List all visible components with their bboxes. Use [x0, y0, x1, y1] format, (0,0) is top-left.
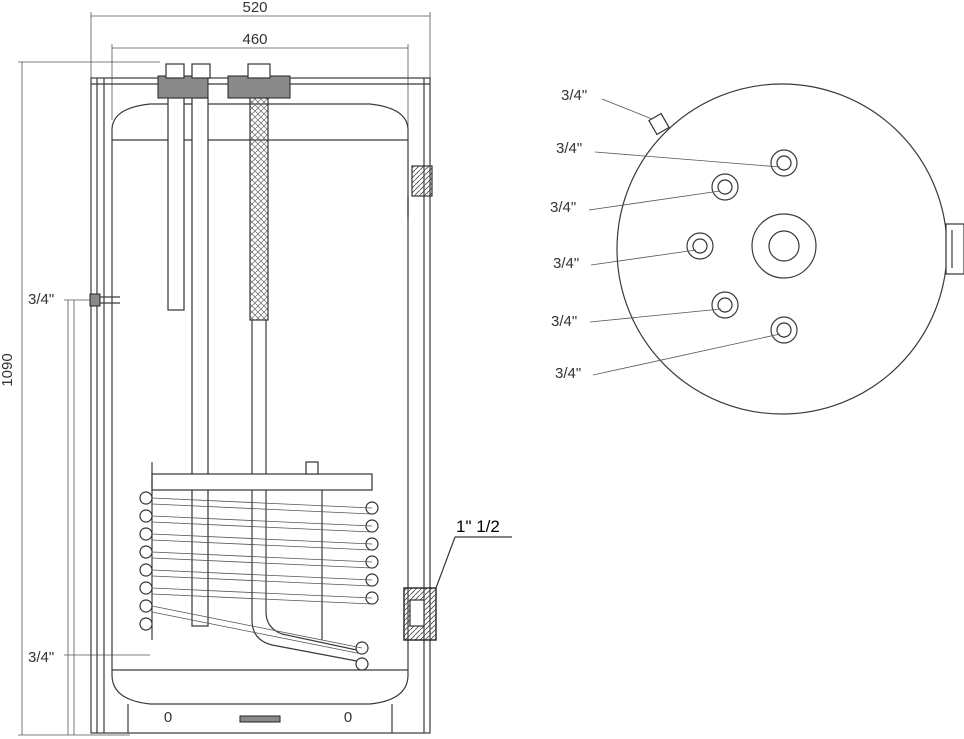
- upper-side-connection-label: 3/4": [28, 291, 54, 308]
- top-nipple-mid: [191, 63, 211, 79]
- drain-plug: [239, 715, 281, 723]
- top-connection-label-2: 3/4": [556, 140, 582, 157]
- flange-opening: [409, 599, 425, 627]
- top-fitting-right: [227, 75, 291, 99]
- connection-4: [711, 291, 739, 319]
- bottom-mark-left: 0: [164, 709, 172, 726]
- top-view: 3/4" 3/4" 3/4" 3/4" 3/4" 3/4": [550, 83, 964, 415]
- side-view-tank: 0 0: [89, 63, 512, 734]
- anode-rod: [167, 97, 185, 311]
- coil-header: [151, 473, 373, 491]
- inner-vessel: [111, 103, 409, 705]
- dimension-height: 1090: [0, 61, 160, 736]
- outer-width-label: 520: [242, 0, 267, 16]
- top-view-flange-stub: [945, 223, 964, 275]
- top-fitting-left: [157, 75, 209, 99]
- return-pipe-right: [265, 320, 367, 653]
- top-connection-label-5: 3/4": [551, 313, 577, 330]
- top-view-side-stub: [648, 112, 670, 136]
- top-connection-label-3: 3/4": [550, 199, 576, 216]
- connection-1: [770, 149, 798, 177]
- lower-side-connection-label: 3/4": [28, 649, 54, 666]
- thermostat-pocket: [411, 165, 433, 197]
- inner-width-label: 460: [242, 31, 267, 48]
- cold-water-pipe: [191, 97, 209, 627]
- top-connection-label-4: 3/4": [553, 255, 579, 272]
- dimension-outer-width: 520: [90, 0, 431, 80]
- dimension-inner-width: 460: [111, 31, 409, 130]
- upper-side-stub: [89, 293, 101, 307]
- sensor-sleeve: [249, 97, 269, 321]
- height-label: 1090: [0, 353, 16, 386]
- connection-3: [686, 232, 714, 260]
- return-pipe-left: [251, 320, 363, 663]
- top-connection-label-1: 3/4": [561, 87, 587, 104]
- coil-nipple: [305, 461, 319, 475]
- top-nipple-right: [247, 63, 271, 79]
- coil-turns-left: [139, 491, 153, 631]
- top-nipple-left: [165, 63, 185, 79]
- top-connection-label-6: 3/4": [555, 365, 581, 382]
- flange-connection-label: 1" 1/2: [456, 517, 500, 536]
- bottom-mark-right: 0: [344, 709, 352, 726]
- connection-5: [770, 316, 798, 344]
- central-flange: [751, 213, 817, 279]
- heat-exchanger-coil: [139, 461, 379, 671]
- top-view-outline: [616, 83, 948, 415]
- dimension-side-connections: 3/4" 3/4": [28, 291, 150, 735]
- connection-2: [711, 173, 739, 201]
